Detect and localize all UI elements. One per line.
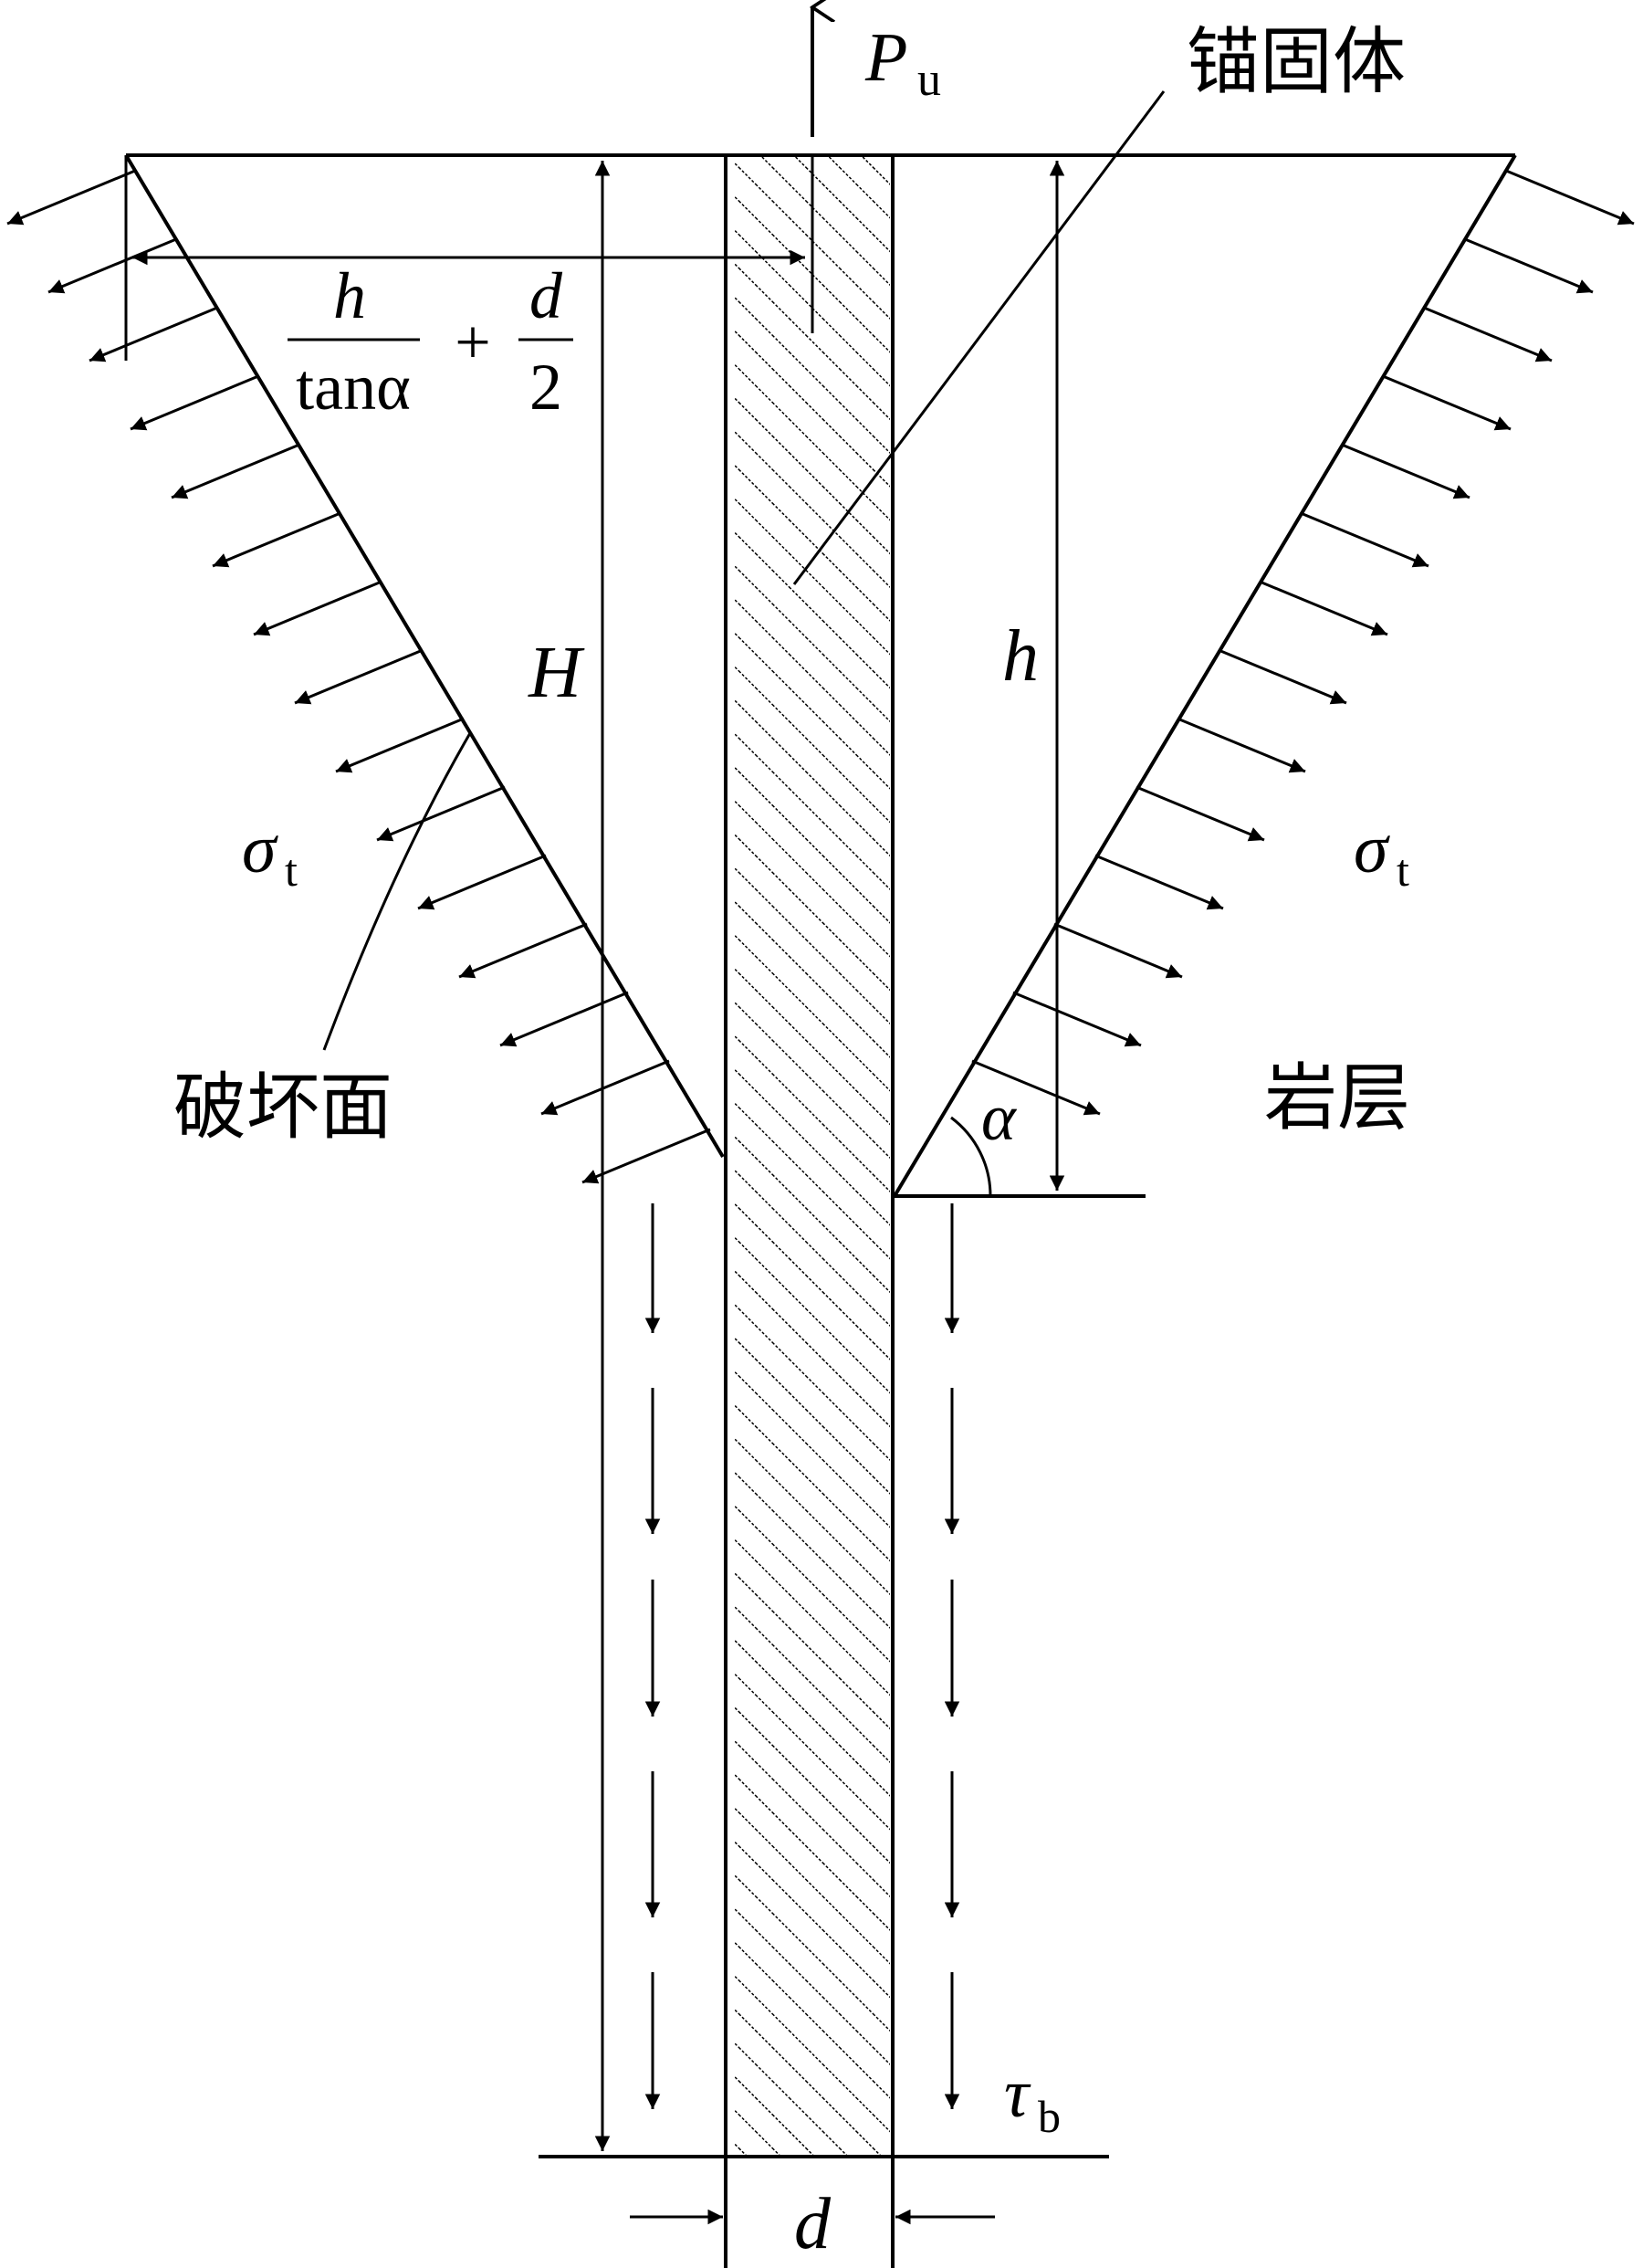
bond-stress-label: τ: [1004, 2055, 1031, 2132]
tensile-stress-label-right: σ: [1354, 811, 1390, 887]
formula-plus: +: [455, 308, 490, 378]
tensile-arrows-right: [971, 169, 1635, 1116]
dimension-h-label: h: [1002, 616, 1039, 697]
failure-surface-right: [893, 153, 1517, 1198]
formula-2-denominator: 2: [529, 351, 562, 424]
load-subscript: u: [917, 54, 941, 106]
formula-tan-denominator: tanα: [296, 351, 411, 424]
anchor-body-leader: [792, 90, 1166, 585]
tensile-stress-sub-left: t: [285, 845, 298, 896]
load-label: P: [864, 19, 907, 96]
tensile-stress-sub-right: t: [1397, 845, 1409, 896]
dimension-H-label: H: [528, 633, 585, 713]
failure-surface-label: 破坏面: [173, 1065, 392, 1150]
bond-stress-sub: b: [1038, 2091, 1061, 2142]
anchor-body: [735, 155, 890, 2157]
failure-surface-leader: [322, 732, 472, 1051]
anchor-body-label: 锚固体: [1187, 19, 1406, 104]
angle-arc: [950, 1116, 992, 1197]
angle-alpha-label: α: [981, 1081, 1017, 1154]
formula-h-numerator: h: [333, 259, 366, 332]
formula-d-numerator: d: [529, 259, 563, 332]
failure-surface-left: [124, 153, 725, 1159]
tensile-arrows-left: [6, 169, 711, 1184]
tensile-stress-label-left: σ: [242, 811, 278, 887]
diameter-label: d: [794, 2184, 832, 2264]
rock-layer-label: 岩层: [1264, 1055, 1410, 1140]
